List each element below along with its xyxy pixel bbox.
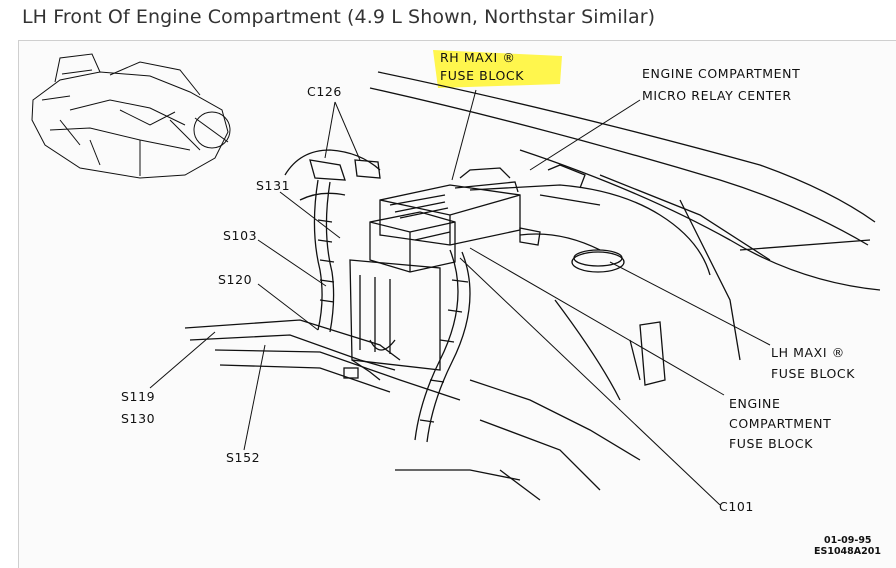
leader-s131 — [279, 191, 341, 239]
figure-code: ES1048A201 — [814, 546, 881, 557]
leader-c101 — [459, 257, 721, 506]
leader-s120 — [257, 283, 319, 331]
label-s130: S130 — [121, 411, 155, 426]
leader-s152 — [243, 344, 266, 451]
label-micro-relay-2: MICRO RELAY CENTER — [642, 88, 792, 103]
label-rh-maxi-1: RH MAXI ® — [440, 50, 516, 65]
leader-lh-maxi — [609, 261, 771, 346]
label-ecfb-1: ENGINE — [729, 396, 780, 411]
leader-s103 — [257, 239, 327, 287]
leader-c126-b — [334, 101, 361, 161]
frame-rails — [184, 319, 641, 501]
leader-c126-a — [324, 101, 336, 159]
date-code: 01-09-95 — [824, 535, 872, 546]
label-s131: S131 — [256, 178, 290, 193]
diagram-caption: LH Front Of Engine Compartment (4.9 L Sh… — [22, 6, 656, 28]
label-lh-maxi-2: FUSE BLOCK — [771, 366, 855, 381]
leader-micro-relay — [529, 99, 641, 171]
label-s103: S103 — [223, 228, 257, 243]
label-lh-maxi-1: LH MAXI ® — [771, 345, 845, 360]
mounting-bracket — [343, 259, 441, 381]
leader-s119 — [149, 331, 216, 389]
label-rh-maxi-2: FUSE BLOCK — [440, 68, 524, 83]
wiring-harness — [309, 159, 471, 443]
label-ecfb-3: FUSE BLOCK — [729, 436, 813, 451]
label-c101: C101 — [719, 499, 754, 514]
leader-ecfb — [469, 247, 725, 396]
vehicle-locator-inset — [31, 53, 231, 179]
label-c126: C126 — [307, 84, 342, 99]
leader-lines — [149, 89, 771, 506]
label-s120: S120 — [218, 272, 252, 287]
engine-bay-structure — [284, 149, 711, 401]
fuse-block-cluster — [369, 167, 521, 273]
label-s152: S152 — [226, 450, 260, 465]
rh-maxi-highlight — [433, 50, 562, 88]
fender-outline — [369, 71, 881, 361]
leader-rh-maxi — [451, 89, 477, 181]
label-s119: S119 — [121, 389, 155, 404]
label-micro-relay-1: ENGINE COMPARTMENT — [642, 66, 800, 81]
label-ecfb-2: COMPARTMENT — [729, 416, 831, 431]
